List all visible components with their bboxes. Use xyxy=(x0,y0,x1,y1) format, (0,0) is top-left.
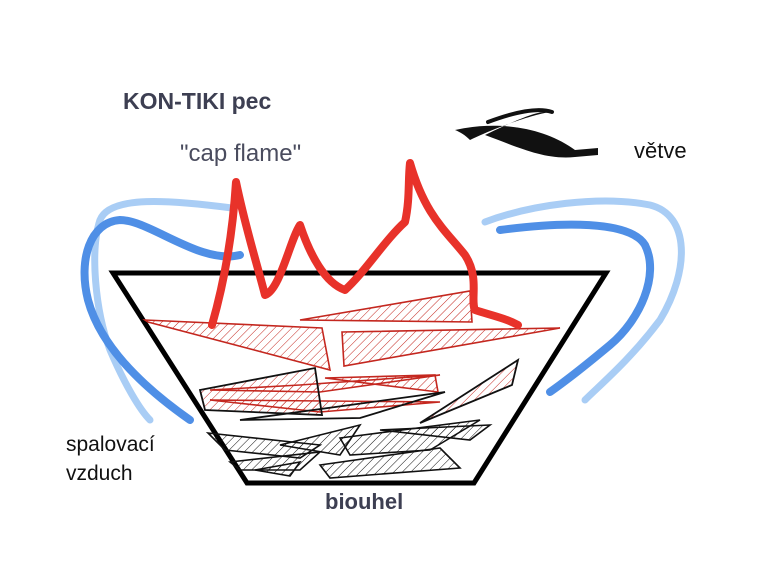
branches-label: větve xyxy=(634,138,687,163)
biochar-layer xyxy=(205,419,493,479)
air-stream-right-dark xyxy=(496,220,655,396)
wood-piece xyxy=(299,290,473,323)
wood-piece xyxy=(419,358,520,424)
wood-piece xyxy=(324,374,439,393)
branch-icon xyxy=(455,108,598,158)
char-piece xyxy=(379,424,493,441)
wood-piece xyxy=(239,391,446,421)
kiln-outline xyxy=(108,270,611,486)
wood-piece xyxy=(198,366,324,416)
combustion-air-label-line1: spalovací xyxy=(66,433,155,456)
air-stream-right-light xyxy=(481,197,685,404)
air-flow-dark xyxy=(80,215,655,424)
combustion-air-label-line2: vzduch xyxy=(66,462,133,485)
char-piece xyxy=(254,460,302,477)
combustion-air-label: spalovací vzduch xyxy=(66,430,155,488)
air-stream-left-light xyxy=(91,197,236,424)
biochar-label: biouhel xyxy=(325,489,404,514)
charring-wood-layer xyxy=(198,358,520,424)
branch-main xyxy=(455,111,598,158)
diagram-title: KON-TIKI pec xyxy=(123,88,272,114)
air-flow-light xyxy=(91,197,685,424)
char-piece xyxy=(318,447,462,479)
air-stream-left-dark xyxy=(80,215,244,424)
wood-piece xyxy=(142,319,332,372)
branch-twig xyxy=(486,108,554,124)
cap-flame xyxy=(208,159,522,329)
wood-piece xyxy=(341,327,561,367)
cap-flame-label: "cap flame" xyxy=(180,140,302,167)
